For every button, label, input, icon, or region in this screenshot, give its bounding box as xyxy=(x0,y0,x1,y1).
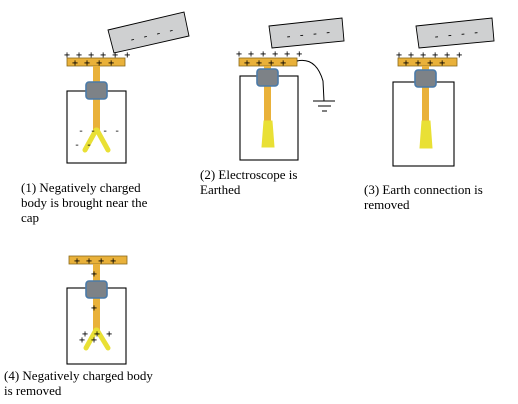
panel-2: - - - - + + + + + + + + + + xyxy=(236,17,345,161)
gold-leaves-closed-3 xyxy=(419,120,433,149)
cap-inner-signs-3: + + + + xyxy=(403,58,445,69)
gold-leaf-right-4 xyxy=(94,327,111,351)
cap-charges-1: + + + + + + xyxy=(64,50,130,61)
gold-leaf-right-1 xyxy=(94,127,111,153)
insulating-cork-2 xyxy=(256,68,279,87)
leaf-charges-4: + + + xyxy=(82,329,112,340)
leaf-charges-1: - - - - xyxy=(78,126,120,137)
cap-charges-2: + + + + + + xyxy=(236,49,302,60)
panel-3: - - - - + + + + + + + + + + xyxy=(392,17,495,167)
panel-1: - - - - + + + + + + + + + + - - - - - - xyxy=(64,11,190,164)
cap-charges-3: + + + + + + xyxy=(396,50,462,61)
cap-inner-signs-2: + + + + xyxy=(244,58,286,69)
gold-leaf-left-4 xyxy=(83,327,99,351)
earth-wire xyxy=(296,59,325,102)
gold-leaf-left-1 xyxy=(82,127,99,153)
insulating-cork-3 xyxy=(414,69,437,88)
svg-text:+ +: + + xyxy=(79,335,97,346)
svg-text:+: + xyxy=(91,269,97,280)
svg-text:- -: - - xyxy=(74,140,92,151)
gold-leaves-closed-2 xyxy=(261,120,275,148)
caption-panel-2: (2) Electroscope is Earthed xyxy=(200,167,298,197)
caption-panel-3: (3) Earth connection is removed xyxy=(364,182,483,212)
caption-panel-4: (4) Negatively charged body is removed xyxy=(4,368,153,398)
panel-4: + + + + + + + + + + + xyxy=(66,255,128,365)
charged-body-1: - - - - xyxy=(107,11,190,54)
insulating-cork-1 xyxy=(85,81,108,100)
cap-signs-4: + + + + xyxy=(74,256,116,267)
svg-text:- - - -: - - - - xyxy=(433,25,480,43)
insulating-cork-4 xyxy=(85,280,108,299)
charged-body-2: - - - - xyxy=(268,17,345,49)
metal-rod-2 xyxy=(264,66,271,122)
caption-panel-1: (1) Negatively charged body is brought n… xyxy=(21,180,148,225)
svg-text:- - - -: - - - - xyxy=(285,25,332,43)
charged-body-3: - - - - xyxy=(415,17,495,49)
metal-rod-3 xyxy=(422,66,429,122)
svg-text:+: + xyxy=(91,303,97,314)
cap-inner-signs-1: + + + + xyxy=(72,58,114,69)
earth-symbol xyxy=(313,100,335,112)
